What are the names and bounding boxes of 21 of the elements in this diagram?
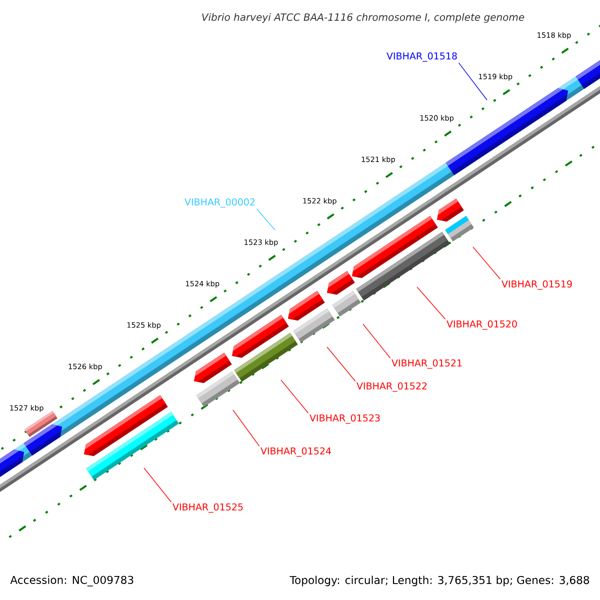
leader-line [280,380,309,414]
gene-label: VIBHAR_01525 [172,503,243,513]
gene-label: VIBHAR_01523 [310,414,380,424]
gene-label: VIBHAR_01521 [392,359,462,369]
footer-text: Accession: NC_009783 [10,576,134,586]
leader-line [326,346,356,382]
leader-line [232,410,260,446]
gene-label: VIBHAR_01520 [446,320,517,330]
gene-label: VIBHAR_01524 [260,447,331,457]
leader-line [458,62,488,100]
leader-line [362,324,391,358]
gene-label: VIBHAR_01522 [356,382,427,392]
gene-label: VIBHAR_01518 [386,52,457,62]
leader-line [416,286,446,320]
gene-label: VIBHAR_01519 [502,280,572,290]
footer-text: Topology: circular; Length: 3,765,351 bp; Genes: 3,688 [290,576,590,586]
leader-line [472,246,501,280]
leader-line [144,468,172,502]
gene-label: VIBHAR_00002 [184,198,255,208]
leader-line [256,208,276,230]
title: Vibrio harveyi ATCC BAA-1116 chromosome I, complete genome [202,13,524,23]
